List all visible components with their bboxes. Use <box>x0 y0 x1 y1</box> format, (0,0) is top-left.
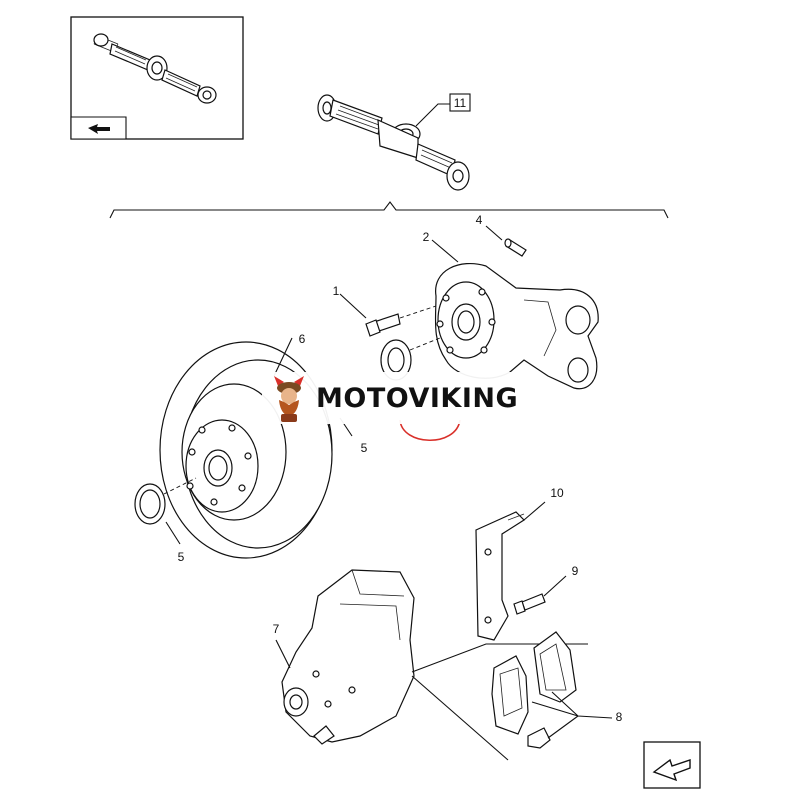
seal-part-5-upper <box>380 339 412 381</box>
brake-pads-part-8 <box>491 631 577 749</box>
callout-5b[interactable]: 5 <box>178 550 185 564</box>
pin-part-4 <box>504 238 527 257</box>
callout-9[interactable]: 9 <box>572 564 579 578</box>
callout-6[interactable]: 6 <box>299 332 306 346</box>
bolt-part-9 <box>513 593 546 615</box>
caliper-part-7 <box>281 569 415 745</box>
overview-inset <box>70 16 244 140</box>
callout-7[interactable]: 7 <box>273 622 280 636</box>
callout-5a[interactable]: 5 <box>361 441 368 455</box>
leader-11 <box>415 103 452 127</box>
axle-assembly <box>317 94 470 191</box>
viking-logo <box>274 376 304 422</box>
callout-1[interactable]: 1 <box>333 284 340 298</box>
callout-2[interactable]: 2 <box>423 230 430 244</box>
callout-8[interactable]: 8 <box>616 710 623 724</box>
highlight-arc <box>399 419 461 441</box>
callout-11[interactable]: 11 <box>454 96 467 110</box>
callout-4[interactable]: 4 <box>476 213 483 227</box>
callout-11-box <box>449 93 471 112</box>
housing-part-2 <box>434 262 599 390</box>
next-page-arrow-icon[interactable] <box>643 741 701 789</box>
section-brace <box>109 201 669 219</box>
bolt-part-1 <box>365 313 401 337</box>
back-arrow-icon[interactable] <box>88 124 110 134</box>
bracket-part-10 <box>475 511 525 641</box>
inset-axle-drawing <box>93 33 217 104</box>
watermark-banner: MOTOVIKING <box>262 372 534 424</box>
watermark-brand: MOTOVIKING <box>316 382 519 414</box>
snap-ring-part-5-lower <box>134 483 166 525</box>
callout-10[interactable]: 10 <box>550 486 564 500</box>
